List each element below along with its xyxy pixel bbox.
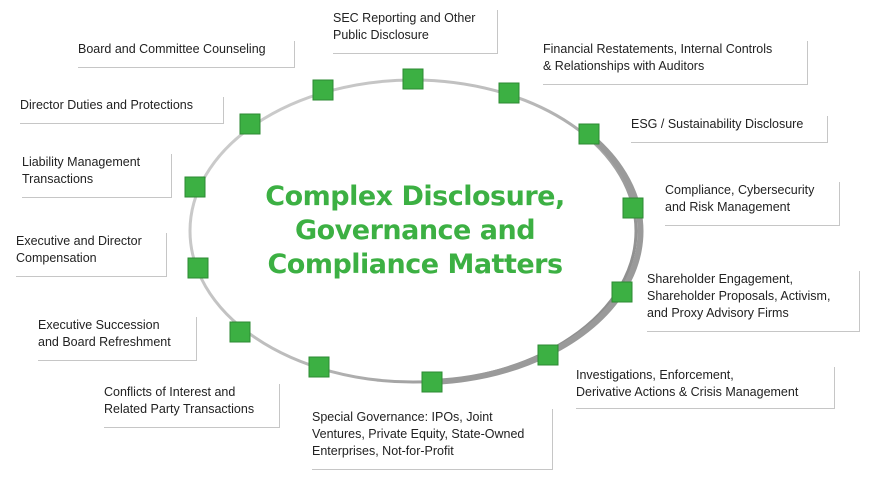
topic-investigations-enforcement: Investigations, Enforcement, Derivative … <box>576 367 835 409</box>
node-conflicts-of-interest <box>308 356 330 378</box>
topic-conflicts-of-interest: Conflicts of Interest and Related Party … <box>104 384 280 428</box>
node-liability-management <box>184 176 206 198</box>
node-special-governance <box>421 371 443 393</box>
node-executive-compensation <box>187 257 209 279</box>
node-director-duties <box>239 113 261 135</box>
topic-special-governance: Special Governance: IPOs, Joint Ventures… <box>312 409 553 470</box>
topic-director-duties: Director Duties and Protections <box>20 97 224 124</box>
topic-compliance-cybersecurity: Compliance, Cybersecurity and Risk Manag… <box>665 182 840 226</box>
topic-shareholder-engagement: Shareholder Engagement, Shareholder Prop… <box>647 271 860 332</box>
topic-liability-management: Liability Management Transactions <box>22 154 172 198</box>
node-executive-succession <box>229 321 251 343</box>
node-financial-restatements <box>498 82 520 104</box>
node-board-committee-counseling <box>312 79 334 101</box>
topic-sec-reporting: SEC Reporting and Other Public Disclosur… <box>333 10 498 54</box>
node-esg-disclosure <box>578 123 600 145</box>
node-investigations-enforcement <box>537 344 559 366</box>
node-shareholder-engagement <box>611 281 633 303</box>
node-compliance-cybersecurity <box>622 197 644 219</box>
diagram-title: Complex Disclosure, Governance and Compl… <box>265 181 565 280</box>
topic-executive-compensation: Executive and Director Compensation <box>16 233 167 277</box>
topic-board-committee-counseling: Board and Committee Counseling <box>78 41 295 68</box>
topic-esg-disclosure: ESG / Sustainability Disclosure <box>631 116 828 143</box>
topic-executive-succession: Executive Succession and Board Refreshme… <box>38 317 197 361</box>
node-sec-reporting <box>402 68 424 90</box>
topic-financial-restatements: Financial Restatements, Internal Control… <box>543 41 808 85</box>
